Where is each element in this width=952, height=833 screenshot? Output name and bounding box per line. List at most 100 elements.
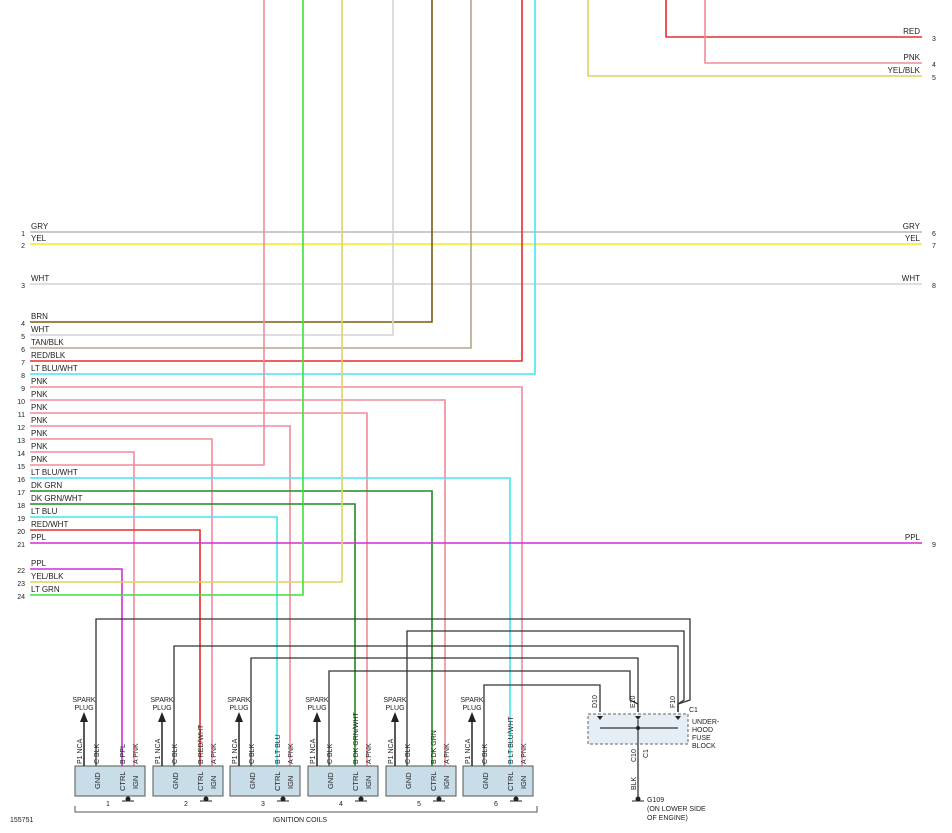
wire-down-22 <box>30 568 123 766</box>
coil-terminal-label: IGN <box>442 776 451 789</box>
coil-terminal-label: CTRL <box>351 771 360 791</box>
coil-pin-label: A PNK <box>444 743 451 764</box>
coil-body <box>385 765 457 797</box>
left-wire-label: PNK <box>31 390 48 399</box>
wire-down-14 <box>30 451 135 766</box>
wire-up-23 <box>30 0 343 583</box>
left-pin-number: 17 <box>17 490 25 497</box>
wire-down-19 <box>30 516 278 766</box>
coil-ground-dot <box>436 796 442 802</box>
left-wire-label: YEL <box>31 234 47 243</box>
spark-plug-label: PLUG <box>152 705 171 712</box>
spark-plug-label: SPARK <box>305 697 329 704</box>
right-wire-label: YEL/BLK <box>888 66 921 75</box>
coil-pin-label: C BLK <box>172 743 179 764</box>
coil-pin-label: A PNK <box>288 743 295 764</box>
left-wire-label: PPL <box>31 559 47 568</box>
left-wire-label: LT GRN <box>31 585 60 594</box>
coil-terminal-label: CTRL <box>429 771 438 791</box>
coil-body <box>462 765 534 797</box>
coil-pin-label: P1 NCA <box>232 738 239 764</box>
left-wire-label: WHT <box>31 274 49 283</box>
coil-pin-label: C BLK <box>482 743 489 764</box>
coil-pin-label: P1 NCA <box>155 738 162 764</box>
coil-terminal-label: IGN <box>364 776 373 789</box>
coil-pin-label: P1 NCA <box>310 738 317 764</box>
spark-plug-arrow <box>391 712 399 722</box>
left-pin-number: 5 <box>21 334 25 341</box>
fuse-pin-marker <box>597 716 603 720</box>
left-wire-label: YEL/BLK <box>31 572 64 581</box>
wire-right-3 <box>665 0 922 38</box>
wire-layer <box>30 0 922 766</box>
coil-group-bracket <box>74 806 538 813</box>
spark-plug-arrow <box>468 712 476 722</box>
wire-up-15 <box>30 0 265 466</box>
coil-number: 6 <box>494 801 498 808</box>
coil-number: 1 <box>106 801 110 808</box>
wire-down-13 <box>30 438 213 766</box>
right-wire-label: YEL <box>905 234 921 243</box>
right-wire-label: PPL <box>905 533 921 542</box>
fuse-pin-label: F10 <box>670 696 677 708</box>
left-pin-number: 24 <box>17 594 25 601</box>
ground-bus-wire <box>173 645 679 766</box>
left-pin-number: 8 <box>21 373 25 380</box>
coil-terminal-label: CTRL <box>506 771 515 791</box>
left-pin-number: 7 <box>21 360 25 367</box>
coil-pin-label: C BLK <box>327 743 334 764</box>
left-pin-number: 2 <box>21 243 25 250</box>
coil-pin-label: B PPL <box>120 744 127 764</box>
left-wire-label: TAN/BLK <box>31 338 64 347</box>
left-wire-label: LT BLU/WHT <box>31 468 78 477</box>
coil-pin-label: B DK GRN <box>431 730 438 764</box>
coil-pin-label: B LT BLU/WHT <box>508 716 515 764</box>
wire-right-5 <box>587 0 922 77</box>
left-pin-number: 14 <box>17 451 25 458</box>
right-wire-label: RED <box>903 27 920 36</box>
left-wire-label: GRY <box>31 222 49 231</box>
coil-ground-dot <box>280 796 286 802</box>
wire-up-6 <box>30 0 472 349</box>
coil-terminal-label: IGN <box>131 776 140 789</box>
ground-bus-wire <box>483 684 601 766</box>
coil-pin-label: C BLK <box>405 743 412 764</box>
fuse-pin-label: D10 <box>592 695 599 708</box>
fuse-pin-marker <box>635 716 641 720</box>
fuse-out-pin: C10 <box>631 749 638 762</box>
coil-terminal-label: GND <box>93 772 102 789</box>
left-wire-label: RED/BLK <box>31 351 66 360</box>
wire-down-17 <box>30 490 433 766</box>
coil-terminal-label: GND <box>404 772 413 789</box>
wire-down-11 <box>30 412 368 766</box>
right-pin-number: 7 <box>932 243 936 250</box>
left-pin-number: 13 <box>17 438 25 445</box>
spark-plug-label: SPARK <box>383 697 407 704</box>
coil-terminal-label: GND <box>481 772 490 789</box>
spark-plug-arrow <box>235 712 243 722</box>
fuse-pin-marker <box>675 716 681 720</box>
coil-body <box>307 765 379 797</box>
left-pin-number: 12 <box>17 425 25 432</box>
left-pin-number: 22 <box>17 568 25 575</box>
wire-up-5 <box>30 0 394 336</box>
ground-note: OF ENGINE) <box>647 815 688 822</box>
ground-wire-label: BLK <box>631 776 638 790</box>
spark-plug-label: PLUG <box>462 705 481 712</box>
coil-pin-label: B RED/WHT <box>198 724 205 764</box>
right-pin-number: 9 <box>932 542 936 549</box>
left-wire-label: LT BLU/WHT <box>31 364 78 373</box>
figure-id: 155751 <box>10 817 33 824</box>
coil-terminal-label: GND <box>326 772 335 789</box>
ground-id: G109 <box>647 797 664 804</box>
wire-up-24 <box>30 0 304 596</box>
left-pin-number: 20 <box>17 529 25 536</box>
fuse-connector-label: C1 <box>689 707 698 714</box>
right-pin-number: 8 <box>932 283 936 290</box>
